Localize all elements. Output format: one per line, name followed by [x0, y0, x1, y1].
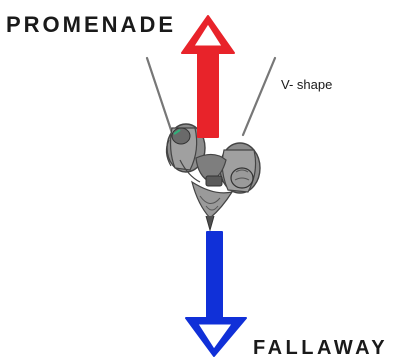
dancing-couple-illustration — [166, 124, 260, 230]
promenade-arrow — [182, 16, 234, 137]
v-shape-left-line — [147, 58, 172, 133]
v-shape-right-line — [243, 58, 275, 135]
promenade-label: PROMENADE — [6, 12, 176, 38]
fallaway-arrow — [186, 232, 246, 356]
fallaway-label: FALLAWAY — [253, 337, 388, 360]
v-shape-label: V- shape — [281, 77, 332, 92]
